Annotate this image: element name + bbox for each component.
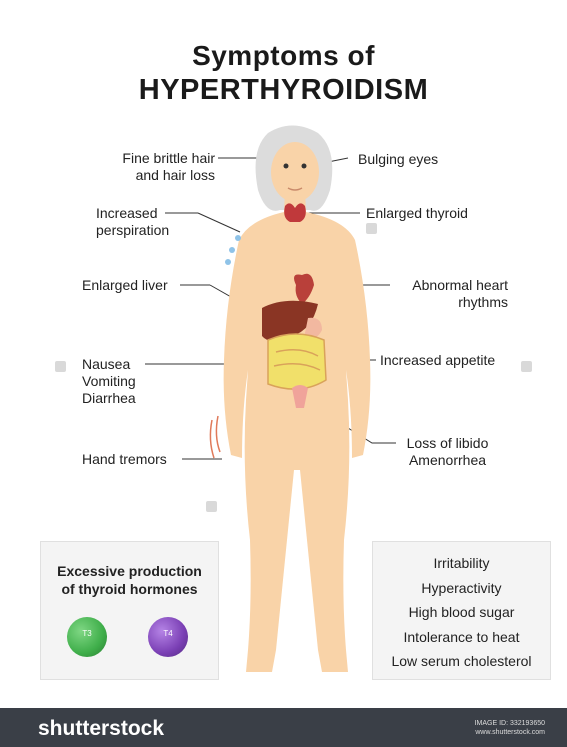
t4-label: T4 [148,629,188,638]
t3-hormone-icon: T3 [67,617,107,657]
site-url: www.shutterstock.com [475,728,545,737]
label-eyes: Bulging eyes [358,151,438,168]
hormone-box: Excessive production of thyroid hormones… [40,541,219,680]
symptom-item: High blood sugar [373,600,550,625]
label-heart: Abnormal heart rhythms [393,277,508,311]
hormone-box-title-line-1: Excessive production [41,562,218,580]
brand-logo: shutterstock [38,717,164,741]
label-nausea-line-3: Diarrhea [82,390,136,407]
watermark-icon [521,361,532,372]
label-thyroid: Enlarged thyroid [366,205,468,222]
image-id: IMAGE ID: 332193650 www.shutterstock.com [475,719,545,737]
label-perspiration: Increased perspiration [96,205,169,239]
t3-label: T3 [67,629,107,638]
label-libido-line-1: Loss of libido [395,435,500,452]
label-liver: Enlarged liver [82,277,168,294]
label-hair-line-1: Fine brittle hair [105,150,215,167]
symptom-item: Irritability [373,551,550,576]
label-hair-line-2: and hair loss [105,167,215,184]
watermark-icon [206,501,217,512]
label-libido: Loss of libido Amenorrhea [395,435,500,469]
label-nausea-line-2: Vomiting [82,373,136,390]
label-heart-line-2: rhythms [393,294,508,311]
label-nausea-line-1: Nausea [82,356,136,373]
label-hair: Fine brittle hair and hair loss [105,150,215,184]
footer-bar: shutterstock IMAGE ID: 332193650 www.shu… [0,708,567,747]
label-nausea: Nausea Vomiting Diarrhea [82,356,136,407]
label-appetite: Increased appetite [380,352,495,369]
t4-hormone-icon: T4 [148,617,188,657]
symptom-list-box: Irritability Hyperactivity High blood su… [372,541,551,680]
symptom-item: Intolerance to heat [373,625,550,650]
watermark-icon [366,223,377,234]
image-id-text: IMAGE ID: 332193650 [475,719,545,728]
label-perspiration-line-2: perspiration [96,222,169,239]
label-libido-line-2: Amenorrhea [395,452,500,469]
hormone-box-title: Excessive production of thyroid hormones [41,562,218,598]
symptom-list: Irritability Hyperactivity High blood su… [373,551,550,674]
hormone-box-title-line-2: of thyroid hormones [41,580,218,598]
symptom-item: Low serum cholesterol [373,649,550,674]
label-heart-line-1: Abnormal heart [393,277,508,294]
label-tremors: Hand tremors [82,451,167,468]
watermark-icon [55,361,66,372]
symptom-item: Hyperactivity [373,576,550,601]
label-perspiration-line-1: Increased [96,205,169,222]
